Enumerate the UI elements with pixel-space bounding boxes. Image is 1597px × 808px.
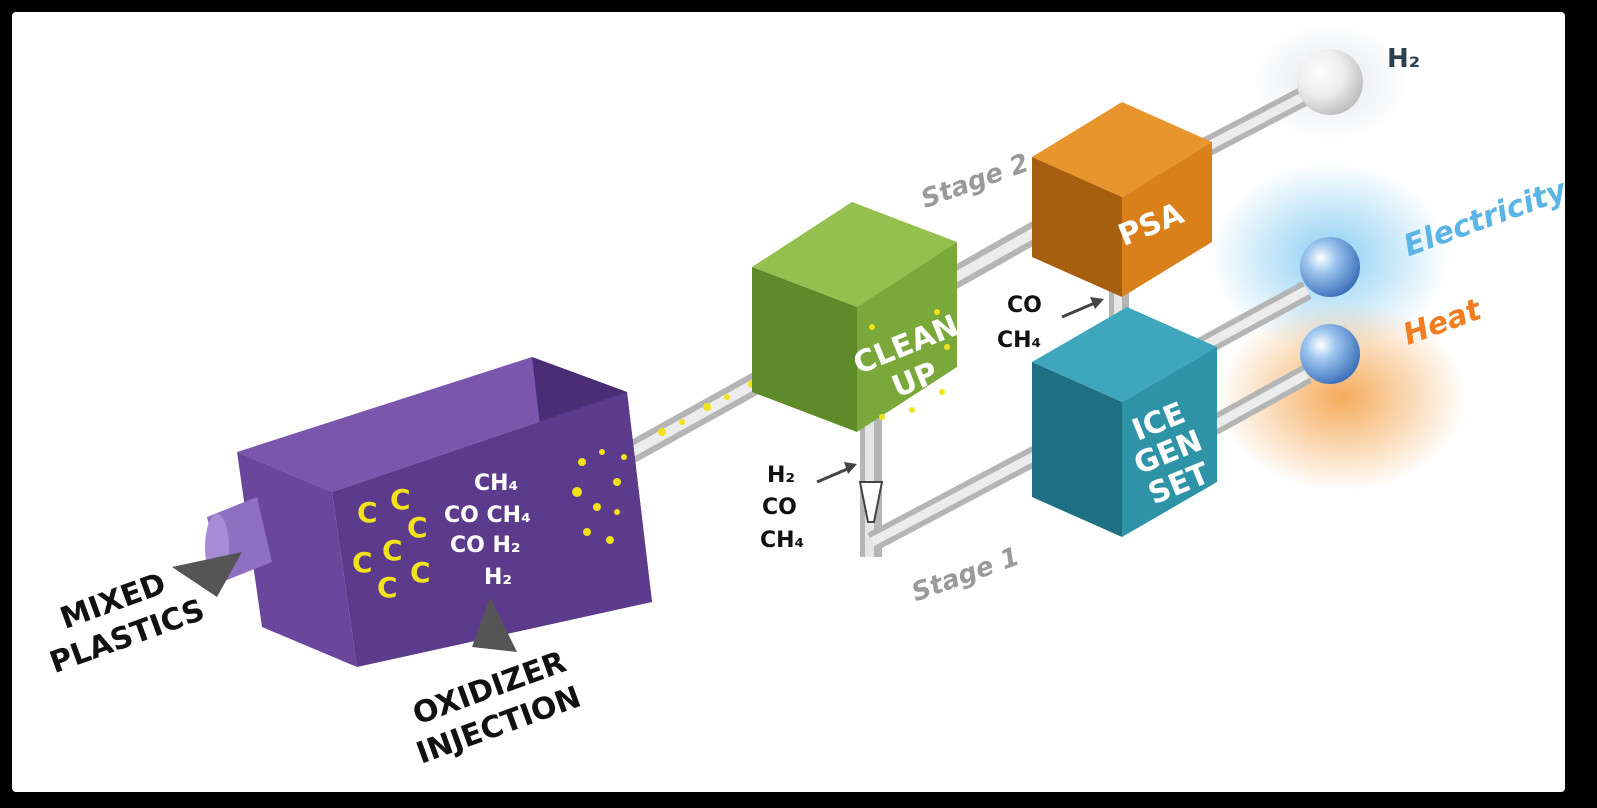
carbon-particles: C C C C C C C bbox=[352, 483, 431, 604]
psa-offgas: CO CH₄ bbox=[997, 293, 1104, 353]
diagram-canvas: C C C C C C C CH₄ CO CH₄ CO H₂ H₂ bbox=[12, 12, 1565, 792]
carbon-symbol: C bbox=[407, 511, 428, 544]
mixed-plastics-label: MIXED PLASTICS bbox=[45, 566, 209, 681]
cleanup-out-line-1: H₂ bbox=[767, 463, 795, 488]
gas-line-4: H₂ bbox=[484, 565, 512, 590]
ice-gen-set-unit: ICE GEN SET bbox=[1032, 307, 1217, 537]
cleanup-out-line-2: CO bbox=[762, 495, 797, 520]
electricity-output-ball bbox=[1300, 237, 1360, 297]
gas-line-2: CO CH₄ bbox=[444, 503, 531, 528]
process-diagram: C C C C C C C CH₄ CO CH₄ CO H₂ H₂ bbox=[45, 22, 1565, 772]
oxidizer-arrow bbox=[472, 597, 517, 652]
cleanup-outlet-gases: H₂ CO CH₄ bbox=[760, 462, 857, 553]
psa-offgas-line-1: CO bbox=[1007, 293, 1042, 318]
heat-glow bbox=[1217, 302, 1467, 492]
h2-output-label: H₂ bbox=[1387, 44, 1420, 74]
gasifier-vessel bbox=[205, 357, 652, 667]
psa-offgas-line-2: CH₄ bbox=[997, 328, 1041, 353]
flow-down-arrow bbox=[858, 481, 884, 523]
mixed-plastics-arrow bbox=[172, 552, 242, 597]
cleanup-unit: CLEAN UP bbox=[752, 202, 964, 432]
heat-output-ball bbox=[1300, 324, 1360, 384]
carbon-symbol: C bbox=[390, 483, 411, 516]
psa-unit: PSA bbox=[1032, 102, 1212, 297]
cleanup-out-line-3: CH₄ bbox=[760, 528, 804, 553]
gas-line-1: CH₄ bbox=[474, 471, 518, 496]
gasifier-dots bbox=[572, 449, 627, 544]
oxidizer-label: OXIDIZER INJECTION bbox=[408, 645, 585, 772]
carbon-symbol: C bbox=[382, 534, 403, 567]
carbon-symbol: C bbox=[352, 546, 373, 579]
carbon-symbol: C bbox=[377, 571, 398, 604]
gas-line-3: CO H₂ bbox=[450, 533, 521, 558]
stage-1-label: Stage 1 bbox=[908, 542, 1024, 609]
stage-2-label: Stage 2 bbox=[917, 148, 1033, 215]
carbon-symbol: C bbox=[357, 496, 378, 529]
h2-output-ball bbox=[1297, 49, 1363, 115]
gasifier-gases: CH₄ CO CH₄ CO H₂ H₂ bbox=[444, 471, 531, 590]
carbon-symbol: C bbox=[410, 556, 431, 589]
